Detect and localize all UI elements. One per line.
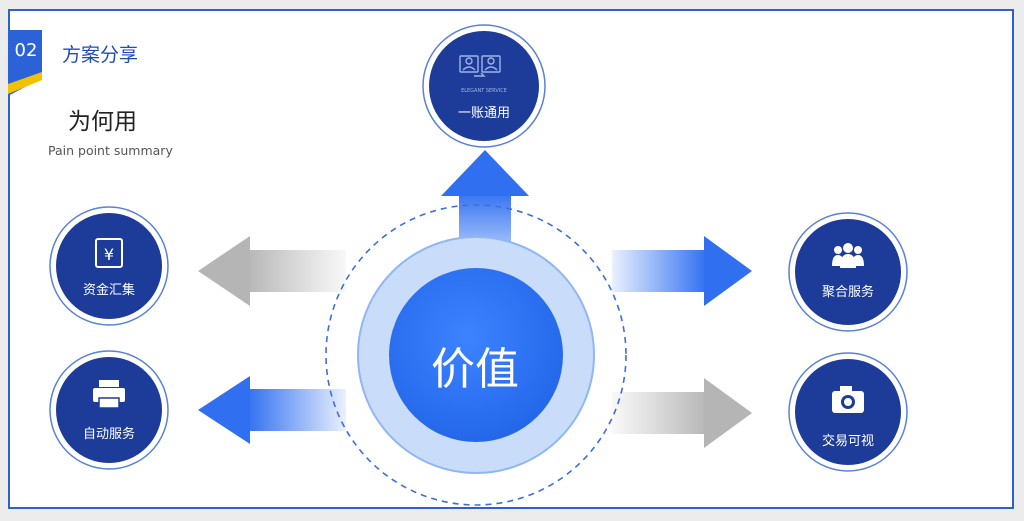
arrow-right-top bbox=[612, 236, 752, 306]
node-left-top-label: 资金汇集 bbox=[82, 283, 135, 298]
center-label: 价值 bbox=[431, 344, 519, 395]
arrow-left-bottom bbox=[198, 376, 346, 444]
account-icon bbox=[459, 55, 501, 77]
caption: Pain point summary bbox=[48, 143, 173, 158]
people-icon bbox=[832, 243, 864, 268]
section-title: 方案分享 bbox=[62, 44, 139, 66]
camera-icon bbox=[832, 386, 864, 413]
dashed-ring bbox=[325, 204, 627, 506]
node-top-label: 一账通用 bbox=[457, 106, 510, 121]
corner-badge bbox=[8, 30, 42, 96]
node-left-bottom bbox=[49, 350, 169, 470]
subtitle: 为何用 bbox=[68, 109, 137, 135]
node-top-tiny-text: ELEGANT SERVICE bbox=[461, 88, 507, 94]
yen-icon: ¥ bbox=[95, 238, 123, 268]
arrow-left-top bbox=[198, 236, 346, 306]
arrow-right-bottom bbox=[612, 378, 752, 448]
node-top bbox=[422, 24, 546, 148]
svg-text:¥: ¥ bbox=[104, 245, 114, 264]
node-left-bottom-label: 自动服务 bbox=[82, 427, 135, 442]
node-right-top bbox=[788, 212, 908, 332]
center-circle bbox=[389, 268, 563, 442]
node-right-top-label: 聚合服务 bbox=[821, 285, 874, 300]
section-number: 02 bbox=[14, 40, 38, 61]
node-right-bottom-label: 交易可视 bbox=[821, 434, 874, 449]
printer-icon bbox=[93, 380, 125, 409]
